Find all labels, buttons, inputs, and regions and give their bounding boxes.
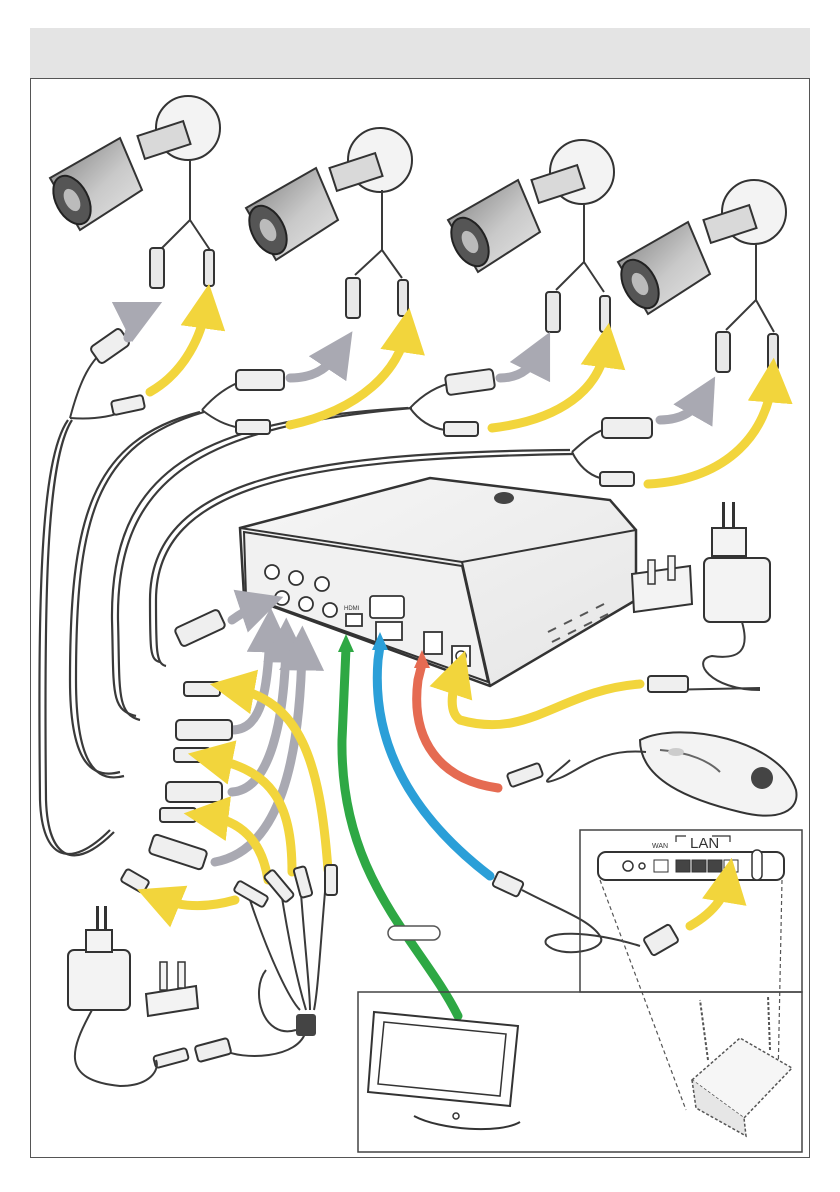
- usb-mouse: [507, 732, 797, 815]
- camera-2: [242, 128, 412, 318]
- vga-port: [370, 596, 404, 618]
- router: [692, 996, 792, 1136]
- router-lan-ports: [654, 860, 738, 872]
- usb-port: [424, 632, 442, 654]
- uk-plug-adapter-right: [632, 556, 692, 612]
- power-adapter-camera: [68, 906, 157, 1086]
- uk-plug-adapter-left: [146, 962, 198, 1016]
- router-lan-arrow: [690, 880, 728, 926]
- hdmi-cable-tag: [388, 926, 440, 940]
- hdmi-port: [346, 614, 362, 626]
- network-cable: [492, 871, 679, 956]
- wan-label: WAN: [652, 843, 668, 850]
- hdmi-port-label: HDMI: [344, 606, 360, 612]
- camera-4: [614, 180, 786, 372]
- camera-3: [444, 140, 614, 332]
- camera-1: [46, 96, 220, 288]
- monitor: [368, 1012, 520, 1129]
- lan-label: LAN: [690, 835, 719, 852]
- bnc-connect-arrows: [128, 312, 704, 420]
- dvr-side-connectors: [120, 609, 232, 894]
